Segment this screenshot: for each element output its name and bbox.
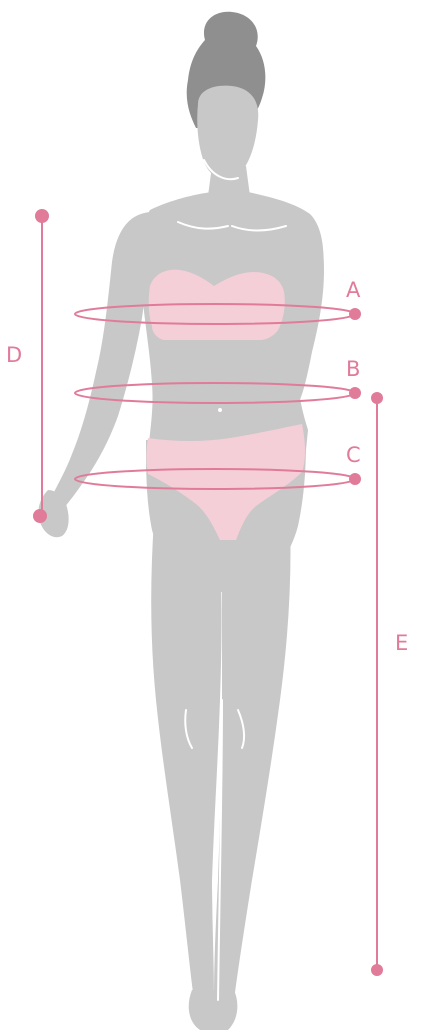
feet <box>189 990 238 1030</box>
waist-marker <box>349 387 361 399</box>
bust-marker <box>349 308 361 320</box>
arm-length-bottom-marker <box>33 509 47 523</box>
navel <box>218 408 222 412</box>
bra-bottom <box>152 326 280 340</box>
leg-length-bottom-marker <box>371 964 383 976</box>
label-a: A <box>346 278 361 302</box>
neck <box>208 166 250 196</box>
label-c: C <box>346 443 361 467</box>
arm-length-top-marker <box>35 209 49 223</box>
label-e: E <box>395 631 409 655</box>
leg-length-top-marker <box>371 392 383 404</box>
leg-left <box>151 520 221 1000</box>
label-d: D <box>6 343 23 367</box>
label-b: B <box>346 357 361 381</box>
hips-marker <box>349 473 361 485</box>
leg-right <box>214 520 291 1000</box>
figure-silhouette <box>38 12 324 1030</box>
